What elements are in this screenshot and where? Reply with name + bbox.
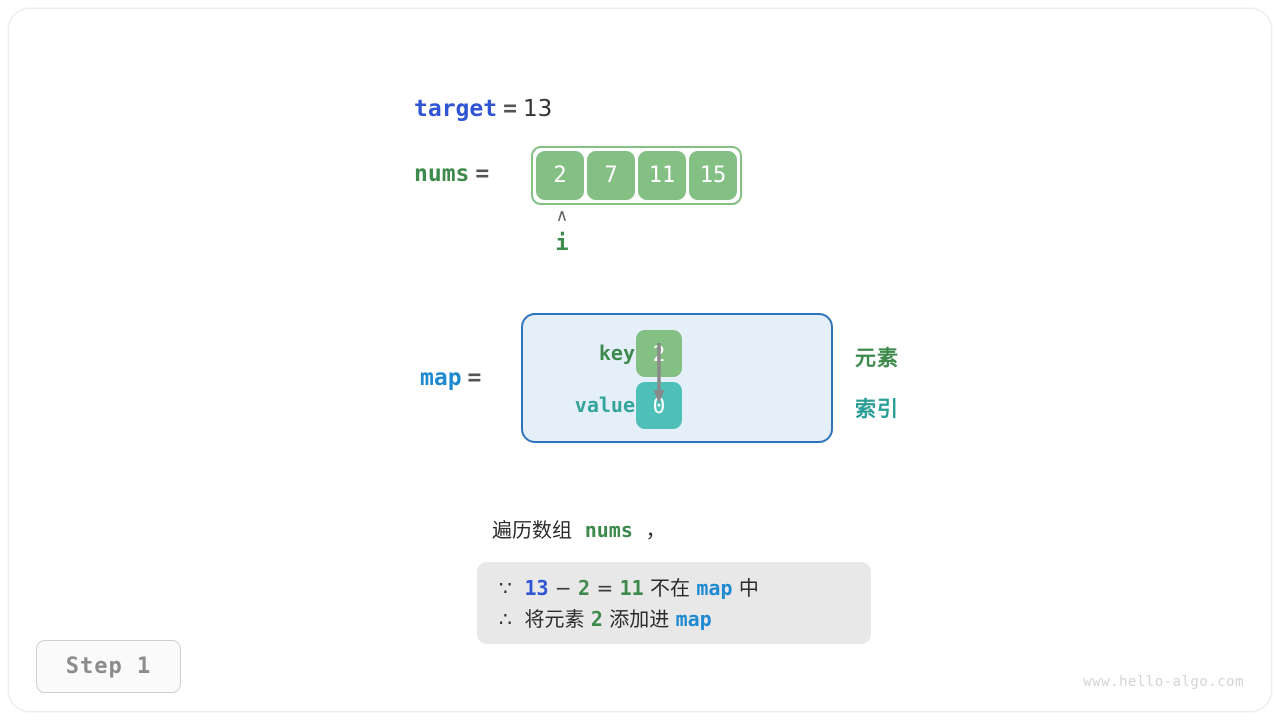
note-in-suffix-text: 中 bbox=[738, 576, 759, 600]
watermark: www.hello-algo.com bbox=[1083, 674, 1244, 690]
note-complement-value: 11 bbox=[619, 576, 644, 600]
map-container: key value 2 0 bbox=[521, 313, 833, 443]
caption-prefix: 遍历数组 bbox=[492, 518, 572, 542]
note-minus-sign: − bbox=[554, 576, 572, 600]
step-badge: Step 1 bbox=[36, 640, 181, 693]
note-added-num: 2 bbox=[590, 607, 603, 631]
index-pointer-label: i bbox=[555, 231, 569, 256]
legend-element: 元素 bbox=[855, 346, 899, 370]
index-pointer-caret-icon: ∧ bbox=[555, 206, 569, 226]
array-cell-3: 15 bbox=[689, 151, 737, 200]
note-add-text-b: 添加进 bbox=[609, 607, 670, 631]
note-line-2: ∴ 将元素 2 添加进 map bbox=[499, 603, 849, 634]
array-cell-0: 2 bbox=[536, 151, 584, 200]
nums-row: nums = bbox=[414, 158, 495, 190]
nums-array: 2 7 11 15 bbox=[531, 146, 742, 205]
target-row: target = 13 bbox=[414, 93, 552, 125]
caption-suffix: ， bbox=[645, 518, 666, 542]
note-not-in-text: 不在 bbox=[650, 576, 691, 600]
therefore-symbol-icon: ∴ bbox=[499, 607, 512, 631]
map-row: map = bbox=[420, 362, 487, 394]
note-line-1: ∵ 13 − 2 = 11 不在 map 中 bbox=[499, 572, 849, 603]
target-equals-sign: = bbox=[503, 96, 517, 122]
array-cell-1: 7 bbox=[587, 151, 635, 200]
note-add-text-a: 将元素 bbox=[524, 607, 585, 631]
array-cell-2: 11 bbox=[638, 151, 686, 200]
note-map-ref-1: map bbox=[696, 576, 733, 600]
map-key-label: key bbox=[598, 341, 635, 365]
legend-index: 索引 bbox=[855, 397, 899, 421]
key-to-value-arrow-icon bbox=[653, 343, 665, 403]
note-current-num: 2 bbox=[578, 576, 591, 600]
note-box: ∵ 13 − 2 = 11 不在 map 中 ∴ 将元素 2 bbox=[477, 562, 871, 644]
note-target-value: 13 bbox=[524, 576, 549, 600]
target-variable-name: target bbox=[414, 96, 498, 122]
map-variable-name: map bbox=[420, 365, 462, 391]
nums-equals-sign: = bbox=[475, 161, 490, 187]
map-equals-sign: = bbox=[467, 365, 482, 391]
caption-line: 遍历数组 nums ， bbox=[492, 514, 666, 543]
because-symbol-icon: ∵ bbox=[499, 576, 512, 600]
target-value: 13 bbox=[522, 96, 553, 122]
note-equals-sign: = bbox=[596, 576, 614, 600]
map-value-label: value bbox=[574, 393, 635, 417]
nums-variable-name: nums bbox=[414, 161, 470, 187]
note-map-ref-2: map bbox=[675, 607, 712, 631]
caption-code-nums: nums bbox=[584, 518, 633, 542]
